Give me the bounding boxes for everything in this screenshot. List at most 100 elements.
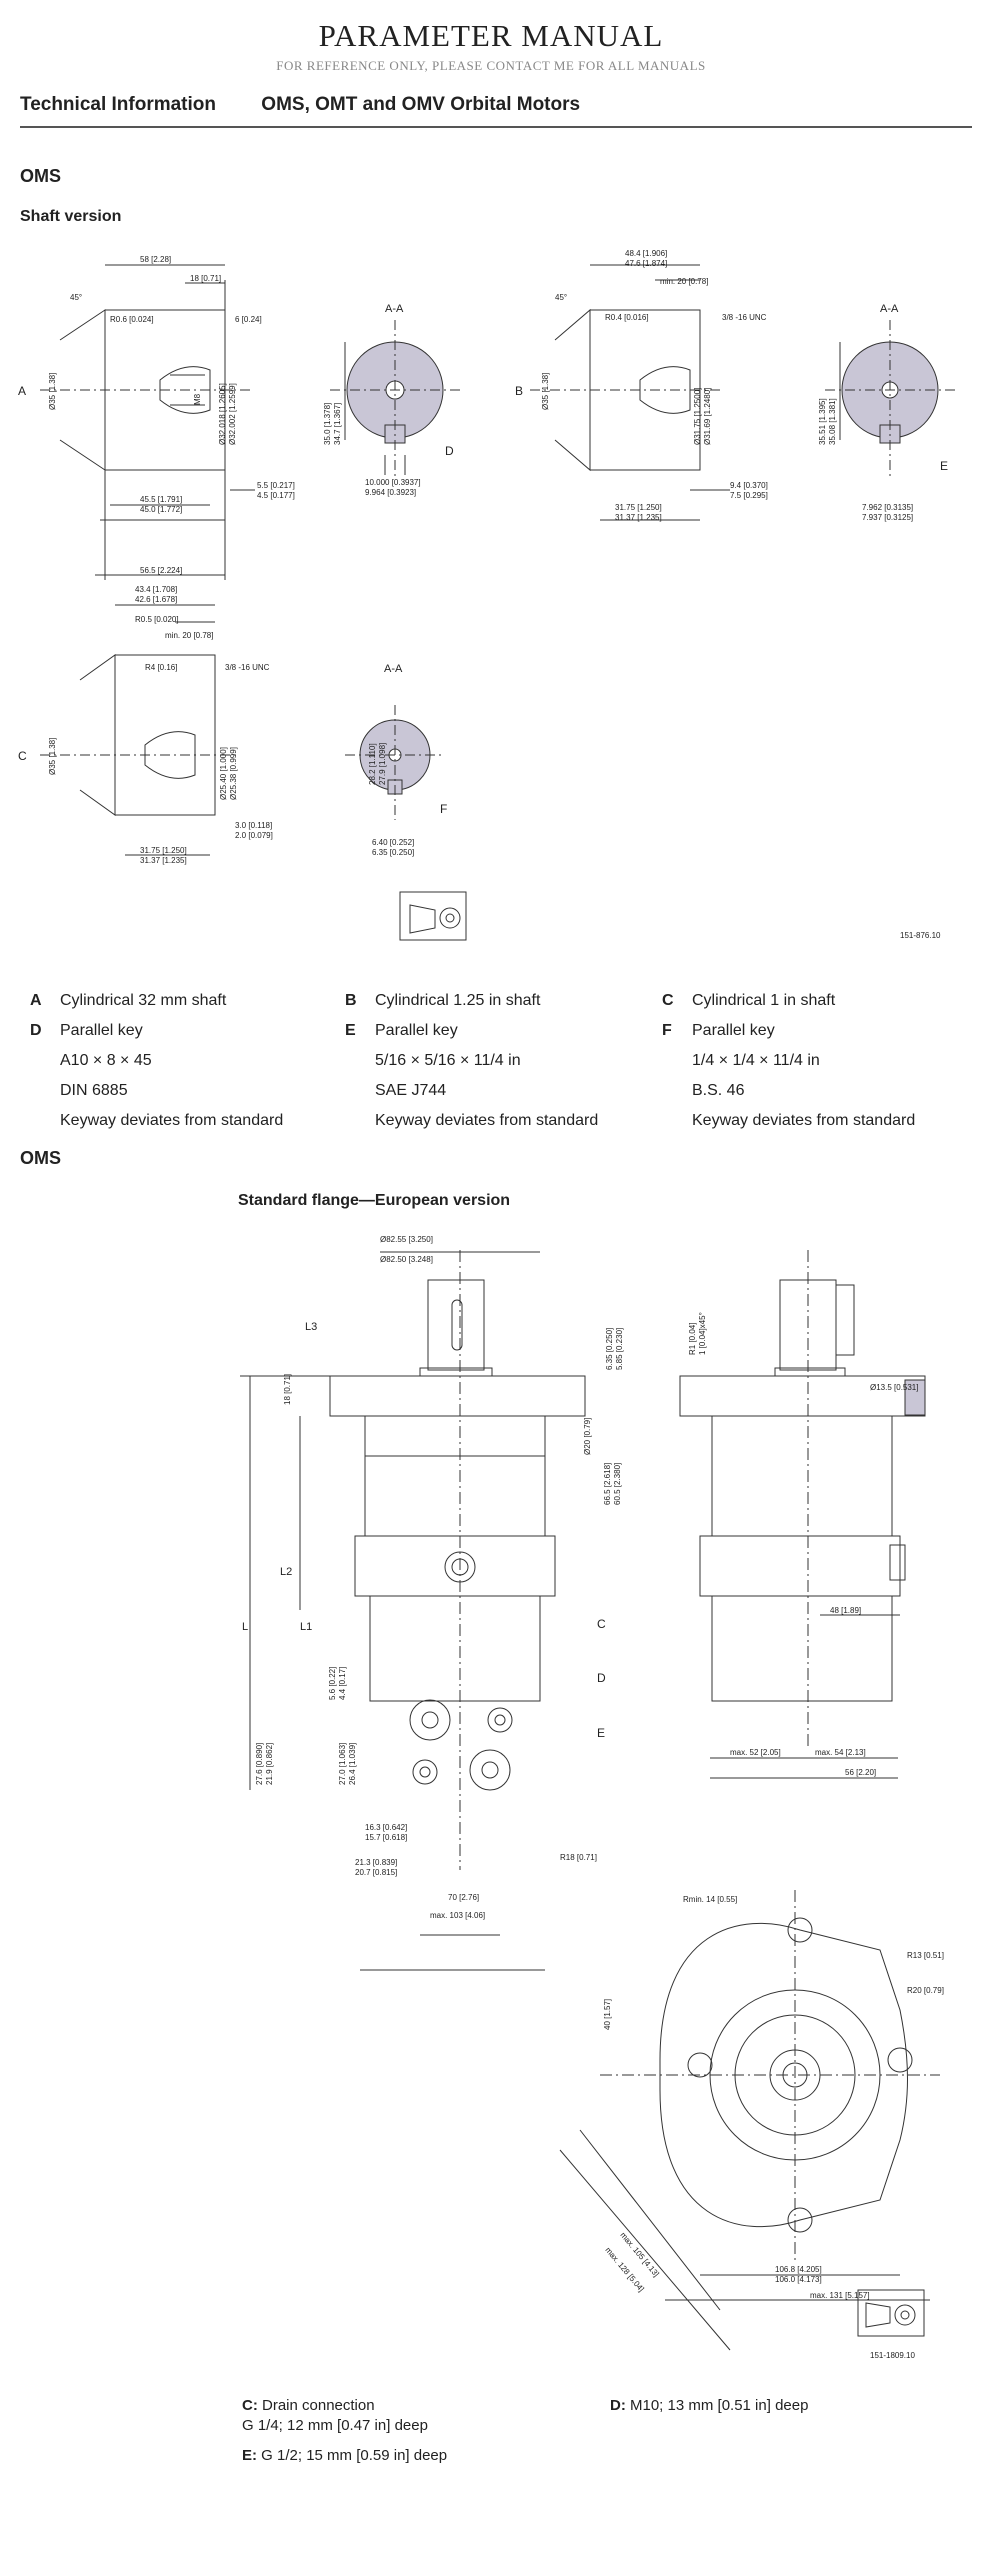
dim-a-chamfer: 45° [70,293,82,302]
title-bar-left: Technical Information [20,94,217,115]
label-b: B [515,384,523,398]
dim-m17: 27.0 [1.063] [338,1743,347,1785]
dim-a-sh2: 4.5 [0.177] [257,491,295,500]
dim-m15: 27.6 [0.890] [255,1743,264,1785]
drawing-c-shaft [40,604,240,856]
dim-a-k1: 35.0 [1.378] [323,403,332,445]
figure-ref-1: 151-876.10 [900,931,941,940]
dim-b-k4: 7.937 [0.3125] [862,513,913,522]
dim-a-thread: M8 [193,393,202,405]
dim-a-length: 58 [2.28] [140,255,171,264]
dim-b-k2: 35.08 [1.381] [828,398,837,445]
label-a: A [18,384,26,398]
note-e-text: G 1/2; 15 mm [0.59 in] deep [261,2447,448,2464]
section-subheading-shaft: Shaft version [20,208,122,225]
projection-symbol-2 [857,2289,925,2337]
label-f: F [440,802,447,816]
dim-c-len2: 42.6 [1.678] [135,595,177,604]
dim-b-l2: 31.37 [1.235] [615,513,662,522]
dim-m5: 5.85 [0.230] [615,1328,624,1370]
dim-f7: max. 131 [5.157] [810,2291,870,2300]
dim-c-k4: 6.35 [0.250] [372,848,414,857]
dim-a-l2: 45.0 [1.772] [140,505,182,514]
title-bar-right: OMS, OMT and OMV Orbital Motors [261,94,581,115]
label-motor-e: E [597,1726,605,1740]
motor-side-view [679,1250,926,1779]
legend-d-line-2: A10 × 8 × 45 [60,1052,152,1069]
dim-c-sh1: 3.0 [0.118] [235,821,272,830]
section-b-label: A-A [880,303,899,315]
dim-a-k4: 9.964 [0.3923] [365,488,416,497]
dim-m25: R18 [0.71] [560,1853,597,1862]
dim-c-l1: 31.75 [1.250] [140,846,187,855]
note-e: E: G 1/2; 15 mm [0.59 in] deep [242,2446,572,2466]
dim-f4: 40 [1.57] [603,1999,612,2030]
dim-a-dia-max: Ø32.018 [1.2605] [218,383,227,445]
note-c-text: Drain connection [262,2397,375,2414]
dim-s6: max. 54 [2.13] [815,1748,866,1757]
dim-c-l2: 31.37 [1.235] [140,856,187,865]
dim-m12: L1 [300,1621,312,1633]
dim-s5: max. 52 [2.05] [730,1748,781,1757]
dim-m4: 6.35 [0.250] [605,1328,614,1370]
dim-m1: Ø82.55 [3.250] [380,1235,433,1244]
label-motor-d: D [597,1671,606,1685]
dim-b-radius: R0.4 [0.016] [605,313,649,322]
drawing-b-shaft [530,264,730,521]
dim-m14: 4.4 [0.17] [338,1667,347,1700]
title-rule [20,126,972,128]
legend-e-line-2: 5/16 × 5/16 × 11/4 in [375,1052,521,1069]
dim-m8: 66.5 [2.618] [603,1463,612,1505]
dim-a-dia-min: Ø32.002 [1.2599] [228,383,237,445]
dim-m7: Ø20 [0.79] [583,1418,592,1455]
dim-c-k1: 28.2 [1.110] [368,743,377,785]
dim-m3: L3 [305,1321,317,1333]
dim-b-chamfer: 45° [555,293,567,302]
motor-flange-view [559,1890,940,2351]
label-c: C [18,749,27,763]
dim-c-thread: 3/8 -16 UNC [225,663,270,672]
document-title: PARAMETER MANUAL [318,18,664,53]
section-subheading-flange: Standard flange—European version [238,1192,511,1209]
dim-m22: 20.7 [0.815] [355,1868,397,1877]
dim-m6: 18 [0.71] [283,1374,292,1405]
note-d-text: M10; 13 mm [0.51 in] deep [630,2397,809,2414]
dim-s1: R1 [0.04] [688,1323,697,1355]
dim-a-total: 56.5 [2.224] [140,566,182,575]
dim-c-k2: 27.9 [1.098] [378,743,387,785]
dim-m20: 15.7 [0.618] [365,1833,407,1842]
section-c-label: A-A [384,663,403,675]
note-d: D: M10; 13 mm [0.51 in] deep [610,2396,950,2416]
label-e: E [940,459,948,473]
dim-a-k2: 34.7 [1.367] [333,403,342,445]
legend-d-line-4: Keyway deviates from standard [60,1112,284,1129]
dim-f1: Rmin. 14 [0.55] [683,1895,737,1904]
motor-front-view [240,1250,586,1971]
dim-b-thread: 3/8 -16 UNC [722,313,767,322]
motor-drawings: Ø82.55 [3.250] Ø82.50 [3.248] L3 6.35 [0… [240,1235,944,2360]
dim-m23: 70 [2.76] [448,1893,479,1902]
legend-f-line-4: Keyway deviates from standard [692,1112,916,1129]
dim-a-sh1: 5.5 [0.217] [257,481,295,490]
dim-a-key-length: 18 [0.71] [190,274,221,283]
dim-m19: 16.3 [0.642] [365,1823,407,1832]
note-d-label: D: [610,2397,626,2414]
dim-a-key-width: 6 [0.24] [235,315,262,324]
dim-s2: 1 [0.04]x45° [698,1312,707,1355]
drawing-a-shaft [40,264,255,580]
dim-a-dia: Ø35 [1.38] [48,373,57,410]
dim-b-k3: 7.962 [0.3135] [862,503,913,512]
legend-f-line-3: B.S. 46 [692,1082,745,1099]
dim-b-sh1: 9.4 [0.370] [730,481,768,490]
dim-b-len2: 47.6 [1.874] [625,259,667,268]
dim-m21: 21.3 [0.839] [355,1858,397,1867]
dim-c-sh2: 2.0 [0.079] [235,831,273,840]
drawing-b-section [825,320,955,480]
dim-a-l1: 45.5 [1.791] [140,495,182,504]
dim-m9: 60.5 [2.380] [613,1463,622,1505]
